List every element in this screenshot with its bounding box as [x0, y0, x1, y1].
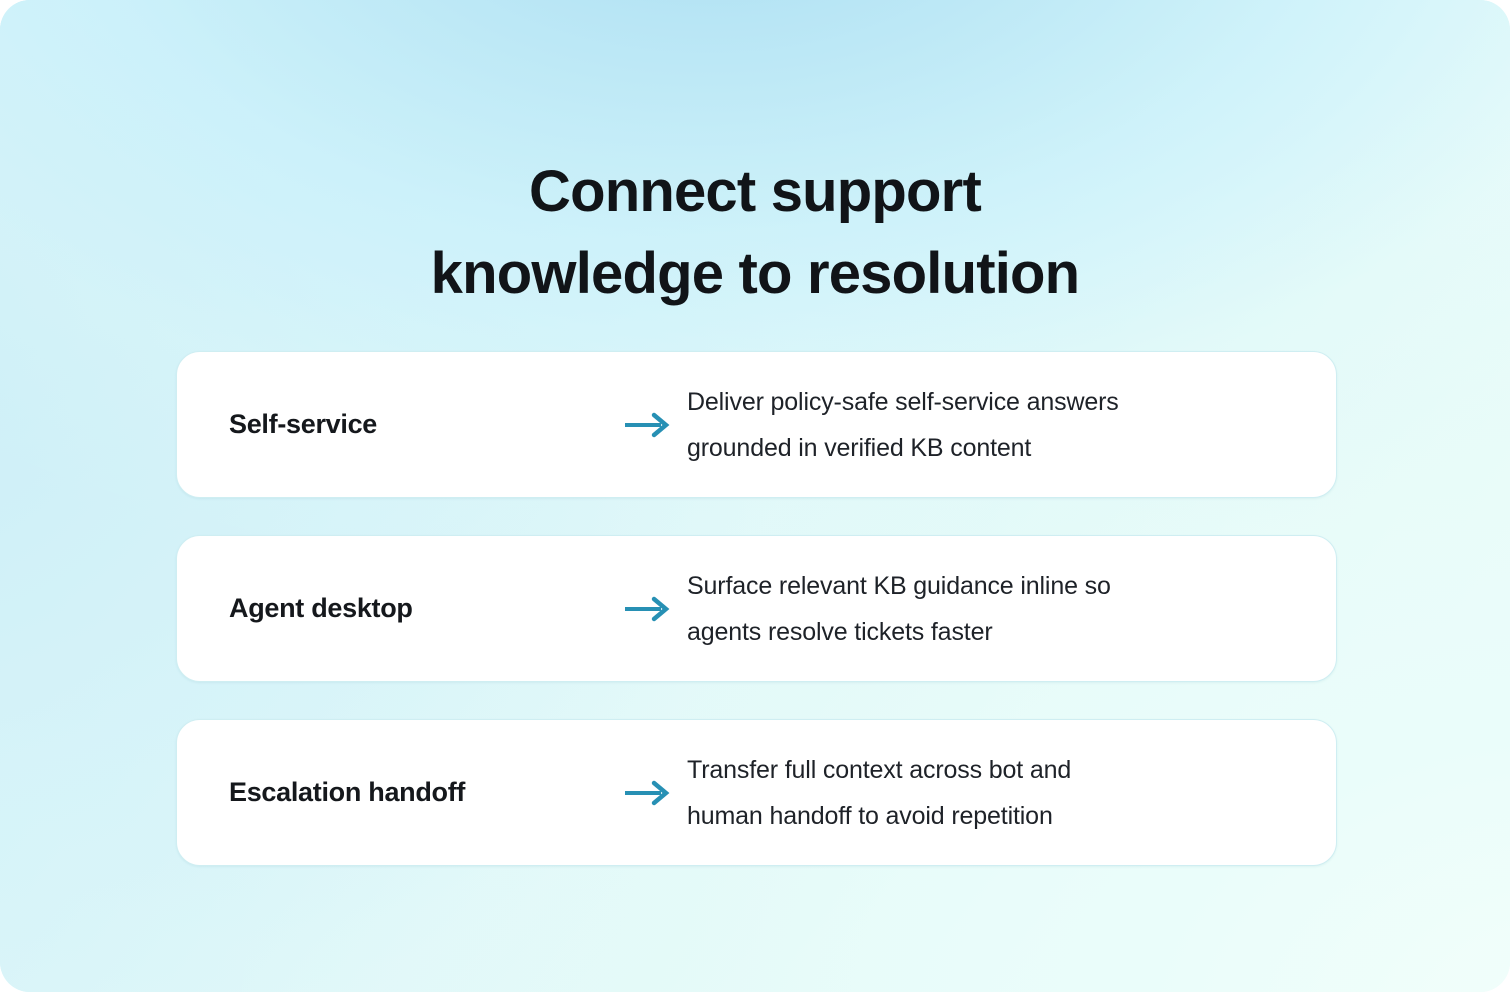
- feature-card-label: Self-service: [229, 409, 377, 439]
- page-title: Connect support knowledge to resolution: [430, 158, 1080, 306]
- feature-card-description: Transfer full context across bot and hum…: [687, 755, 1072, 830]
- feature-card-list: Self-service Deliver policy-safe self-se…: [176, 351, 1337, 866]
- feature-card-description: Surface relevant KB guidance inline so a…: [687, 571, 1111, 646]
- feature-card-agent-desktop[interactable]: Agent desktop Surface relevant KB guidan…: [176, 535, 1337, 682]
- feature-card-description: Deliver policy-safe self-service answers…: [687, 387, 1119, 462]
- feature-card-escalation-handoff[interactable]: Escalation handoff Transfer full context…: [176, 719, 1337, 866]
- arrow-right-icon: [607, 780, 687, 806]
- arrow-right-icon: [607, 596, 687, 622]
- feature-card-label: Escalation handoff: [229, 777, 466, 807]
- feature-card-label: Agent desktop: [229, 593, 413, 623]
- feature-card-self-service[interactable]: Self-service Deliver policy-safe self-se…: [176, 351, 1337, 498]
- arrow-right-icon: [607, 412, 687, 438]
